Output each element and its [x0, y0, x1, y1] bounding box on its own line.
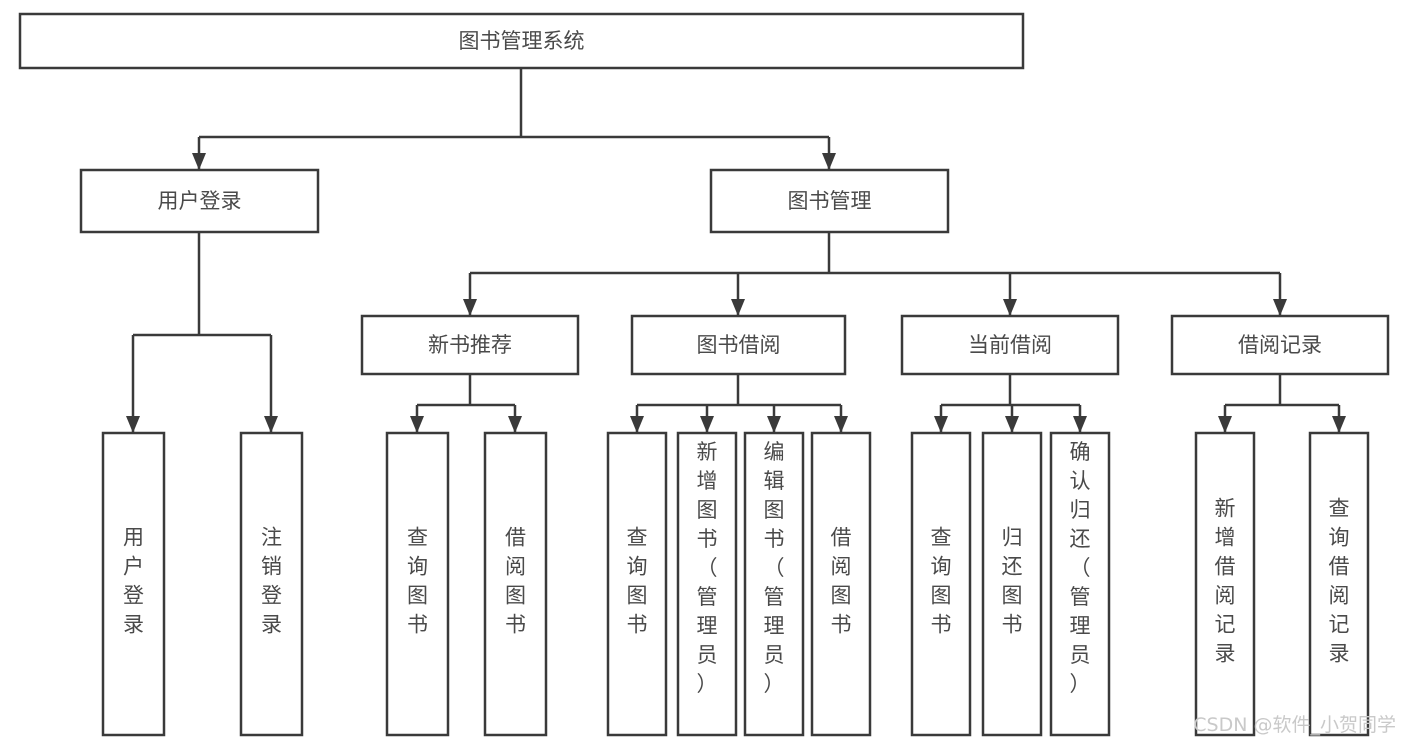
node-root[interactable]: 图书管理系统 [18, 12, 1025, 70]
conn-record [1218, 374, 1346, 433]
arrow-head-icon [731, 299, 745, 316]
node-label-leaf-return-book: 归还图书 [1002, 526, 1023, 637]
node-leaf-query-book-2[interactable]: 查询图书 [606, 431, 668, 737]
node-box-leaf-logout[interactable] [239, 431, 304, 737]
node-label-leaf-add-record: 新增借阅记录 [1215, 497, 1236, 666]
node-borrow-record[interactable]: 借阅记录 [1170, 314, 1390, 376]
node-user-login[interactable]: 用户登录 [79, 168, 320, 234]
node-leaf-confirm-return[interactable]: 确认归还（管理员） [1049, 431, 1111, 737]
csdn-watermark: CSDN @软件_小贺同学 [1193, 714, 1396, 736]
node-new-book-recommend[interactable]: 新书推荐 [360, 314, 580, 376]
conn-root [192, 68, 836, 170]
node-leaf-borrow-book-2[interactable]: 借阅图书 [810, 431, 872, 737]
node-leaf-edit-book[interactable]: 编辑图书（管理员） [743, 431, 805, 737]
node-box-new-book-recommend[interactable] [360, 314, 580, 376]
node-leaf-add-record[interactable]: 新增借阅记录 [1194, 431, 1256, 737]
node-label-leaf-logout: 注销登录 [261, 526, 282, 637]
node-label-book-manage: 图书管理 [788, 189, 872, 213]
arrow-head-icon [700, 416, 714, 433]
node-label-book-borrow: 图书借阅 [697, 333, 781, 357]
node-box-leaf-edit-book[interactable] [743, 431, 805, 737]
node-box-book-manage[interactable] [709, 168, 950, 234]
arrow-head-icon [834, 416, 848, 433]
node-label-current-borrow: 当前借阅 [968, 333, 1052, 357]
arrow-head-icon [630, 416, 644, 433]
node-label-leaf-query-book-2: 查询图书 [627, 526, 648, 637]
node-label-leaf-confirm-return: 确认归还（管理员） [1070, 440, 1091, 696]
node-leaf-return-book[interactable]: 归还图书 [981, 431, 1043, 737]
node-box-borrow-record[interactable] [1170, 314, 1390, 376]
arrow-head-icon [1073, 416, 1087, 433]
arrow-head-icon [1218, 416, 1232, 433]
arrow-head-icon [767, 416, 781, 433]
node-label-leaf-edit-book: 编辑图书（管理员） [764, 440, 785, 696]
node-current-borrow[interactable]: 当前借阅 [900, 314, 1120, 376]
arrow-head-icon [1332, 416, 1346, 433]
arrow-head-icon [1273, 299, 1287, 316]
node-box-leaf-user-login[interactable] [101, 431, 166, 737]
node-box-book-borrow[interactable] [630, 314, 847, 376]
node-box-leaf-return-book[interactable] [981, 431, 1043, 737]
conn-user-login [126, 232, 278, 433]
node-box-leaf-add-record[interactable] [1194, 431, 1256, 737]
node-box-leaf-query-book-2[interactable] [606, 431, 668, 737]
node-leaf-query-book-1[interactable]: 查询图书 [385, 431, 450, 737]
arrow-head-icon [264, 416, 278, 433]
node-label-leaf-borrow-book-1: 借阅图书 [505, 526, 526, 637]
node-book-borrow[interactable]: 图书借阅 [630, 314, 847, 376]
connectors-layer [126, 68, 1346, 433]
arrow-head-icon [508, 416, 522, 433]
node-box-leaf-confirm-return[interactable] [1049, 431, 1111, 737]
node-label-leaf-borrow-book-2: 借阅图书 [831, 526, 852, 637]
node-leaf-user-login[interactable]: 用户登录 [101, 431, 166, 737]
arrow-head-icon [410, 416, 424, 433]
node-leaf-query-record[interactable]: 查询借阅记录 [1308, 431, 1370, 737]
node-label-user-login: 用户登录 [158, 189, 242, 213]
node-box-leaf-query-book-1[interactable] [385, 431, 450, 737]
node-box-leaf-borrow-book-2[interactable] [810, 431, 872, 737]
nodes-layer: 图书管理系统用户登录图书管理新书推荐图书借阅当前借阅借阅记录用户登录注销登录查询… [18, 12, 1390, 737]
conn-borrow [630, 374, 848, 433]
arrow-head-icon [822, 153, 836, 170]
node-label-leaf-add-book: 新增图书（管理员） [697, 440, 718, 696]
node-box-leaf-query-record[interactable] [1308, 431, 1370, 737]
node-leaf-add-book[interactable]: 新增图书（管理员） [676, 431, 738, 737]
node-label-new-book-recommend: 新书推荐 [428, 333, 512, 357]
node-box-current-borrow[interactable] [900, 314, 1120, 376]
node-box-leaf-query-book-3[interactable] [910, 431, 972, 737]
arrow-head-icon [126, 416, 140, 433]
node-label-leaf-user-login: 用户登录 [123, 526, 144, 637]
conn-current [934, 374, 1087, 433]
node-book-manage[interactable]: 图书管理 [709, 168, 950, 234]
conn-book-manage [463, 232, 1287, 316]
node-leaf-query-book-3[interactable]: 查询图书 [910, 431, 972, 737]
node-box-leaf-add-book[interactable] [676, 431, 738, 737]
node-label-borrow-record: 借阅记录 [1238, 333, 1322, 357]
node-box-user-login[interactable] [79, 168, 320, 234]
node-label-leaf-query-book-3: 查询图书 [931, 526, 952, 637]
arrow-head-icon [1003, 299, 1017, 316]
node-label-leaf-query-record: 查询借阅记录 [1329, 497, 1350, 666]
arrow-head-icon [1005, 416, 1019, 433]
node-box-leaf-borrow-book-1[interactable] [483, 431, 548, 737]
node-leaf-logout[interactable]: 注销登录 [239, 431, 304, 737]
arrow-head-icon [934, 416, 948, 433]
node-leaf-borrow-book-1[interactable]: 借阅图书 [483, 431, 548, 737]
node-label-leaf-query-book-1: 查询图书 [407, 526, 428, 637]
arrow-head-icon [463, 299, 477, 316]
arrow-head-icon [192, 153, 206, 170]
conn-recommend [410, 374, 522, 433]
node-box-root[interactable] [18, 12, 1025, 70]
node-label-root: 图书管理系统 [459, 29, 585, 53]
